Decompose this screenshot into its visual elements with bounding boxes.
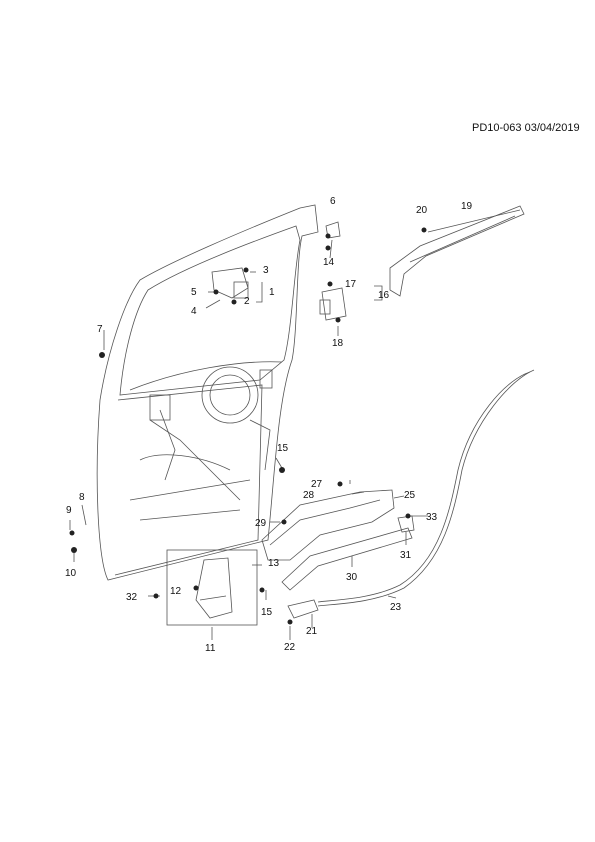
callout-29: 29 [255,518,267,529]
callout-19: 19 [461,201,473,212]
callout-25: 25 [404,490,416,501]
callout-2: 2 [244,296,250,307]
callout-5: 5 [191,287,197,298]
callout-7: 7 [97,324,103,335]
callout-23: 23 [390,602,402,613]
callout-12: 12 [170,586,182,597]
callout-32: 32 [126,592,138,603]
callout-15-upper: 14 [323,257,335,268]
callout-16: 16 [378,290,390,301]
callout-28: 28 [303,490,315,501]
callout-14: 15 [261,607,273,618]
callout-3: 3 [263,265,269,276]
callout-13: 13 [268,558,280,569]
callout-20: 20 [416,205,428,216]
callout-27: 27 [311,479,323,490]
callout-17: 17 [345,279,357,290]
callout-33: 33 [426,512,438,523]
callout-22: 22 [284,642,296,653]
callout-1: 1 [269,287,275,298]
door-panel [96,204,319,581]
callout-31: 31 [400,550,412,561]
lock-assembly-frame [166,549,258,626]
callout-21: 21 [306,626,318,637]
callout-8: 8 [79,492,85,503]
callout-30: 30 [346,572,358,583]
callout-11: 11 [205,643,216,654]
callout-4: 4 [191,306,197,317]
callout-6: 6 [330,196,336,207]
drawing-reference: PD10-063 03/04/2019 [472,122,580,134]
callout-18: 18 [332,338,344,349]
callout-15-lower: 15 [277,443,289,454]
callout-labels: 3 1 5 2 4 6 14 17 16 18 20 19 7 15 8 9 1… [65,196,473,654]
callout-10: 10 [65,568,77,579]
callout-9: 9 [66,505,72,516]
